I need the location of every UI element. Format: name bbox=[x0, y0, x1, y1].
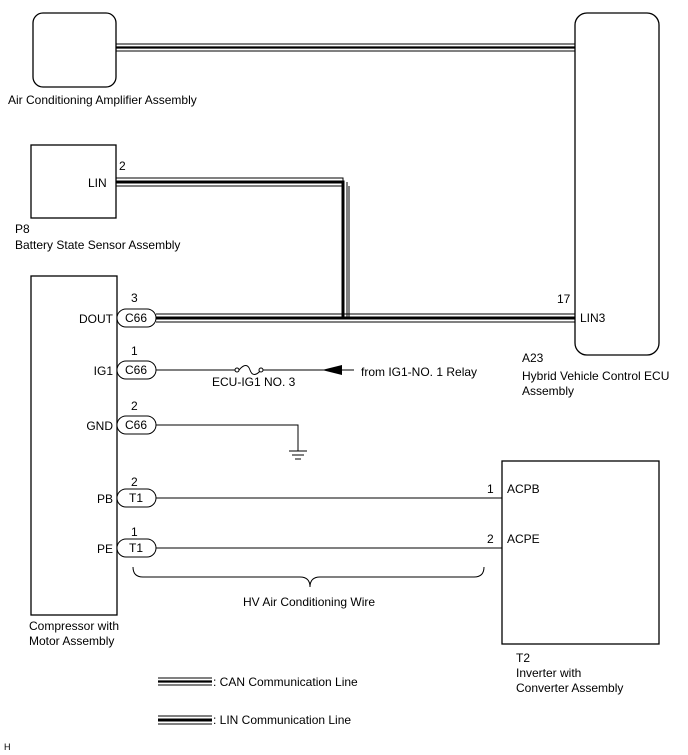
ground-icon bbox=[156, 424, 307, 460]
hv-ecu-name-2: Assembly bbox=[522, 384, 574, 398]
pin-pb-no: 2 bbox=[131, 475, 138, 489]
hv-wire-brace bbox=[132, 566, 485, 588]
hv-wire-label: HV Air Conditioning Wire bbox=[243, 595, 375, 609]
footer-mark: H bbox=[4, 742, 11, 752]
pin-ig1-label: IG1 bbox=[94, 364, 114, 378]
pin-dout-label: DOUT bbox=[79, 312, 114, 326]
inverter-name-1: Inverter with bbox=[516, 666, 581, 680]
lin-line-battery bbox=[116, 177, 350, 318]
connector-c66-ig1-label: C66 bbox=[125, 363, 147, 377]
inverter-code: T2 bbox=[516, 651, 530, 665]
pin-dout-no: 3 bbox=[131, 291, 138, 305]
connector-t1-pb-label: T1 bbox=[129, 491, 143, 505]
hv-ecu-box bbox=[574, 12, 660, 356]
fuse-label: ECU-IG1 NO. 3 bbox=[212, 375, 296, 389]
compressor-name-2: Motor Assembly bbox=[29, 634, 114, 648]
battery-sensor-pin-label: LIN bbox=[88, 176, 107, 190]
inverter-box bbox=[501, 460, 660, 645]
battery-sensor-box bbox=[30, 144, 117, 219]
connector-c66-dout bbox=[116, 308, 157, 328]
inverter-name-2: Converter Assembly bbox=[516, 681, 623, 695]
pin-gnd-no: 2 bbox=[131, 399, 138, 413]
pin-gnd-label: GND bbox=[86, 419, 113, 433]
pin-pe-no: 1 bbox=[131, 525, 138, 539]
compressor-name-1: Compressor with bbox=[29, 619, 119, 633]
battery-sensor-pin-no: 2 bbox=[119, 159, 126, 173]
can-line-amp-to-ecu bbox=[116, 43, 575, 52]
connector-c66-gnd-label: C66 bbox=[125, 418, 147, 432]
battery-sensor-name: Battery State Sensor Assembly bbox=[15, 238, 180, 252]
hv-ecu-pin-label: LIN3 bbox=[580, 311, 606, 325]
hv-ecu-pin-no: 17 bbox=[557, 292, 571, 306]
relay-label: from IG1-NO. 1 Relay bbox=[361, 365, 477, 379]
lin-line-dout-to-ecu bbox=[156, 313, 575, 323]
battery-sensor-code: P8 bbox=[15, 222, 30, 236]
inverter-pin-acpe-label: ACPE bbox=[507, 532, 540, 546]
legend-lin-symbol bbox=[158, 715, 212, 725]
relay-arrow-icon bbox=[322, 365, 342, 375]
hv-ecu-code: A23 bbox=[522, 351, 544, 365]
legend-can-symbol bbox=[158, 677, 212, 686]
inverter-pin-acpe-no: 2 bbox=[487, 532, 494, 546]
hv-ecu-name-1: Hybrid Vehicle Control ECU bbox=[522, 369, 669, 383]
connector-c66-dout-label: C66 bbox=[125, 311, 147, 325]
connector-t1-pe-label: T1 bbox=[129, 541, 143, 555]
legend-lin-label: : LIN Communication Line bbox=[213, 713, 351, 727]
ig1-wire bbox=[156, 365, 342, 375]
pin-pe-label: PE bbox=[97, 542, 113, 556]
ac-amplifier-label: Air Conditioning Amplifier Assembly bbox=[8, 93, 197, 107]
pin-pb-label: PB bbox=[97, 492, 113, 506]
legend-can-label: : CAN Communication Line bbox=[213, 675, 358, 689]
compressor-box bbox=[30, 275, 118, 616]
inverter-pin-acpb-no: 1 bbox=[487, 482, 494, 496]
inverter-pin-acpb-label: ACPB bbox=[507, 482, 540, 496]
ac-amplifier-box bbox=[32, 12, 117, 88]
pin-ig1-no: 1 bbox=[131, 344, 138, 358]
